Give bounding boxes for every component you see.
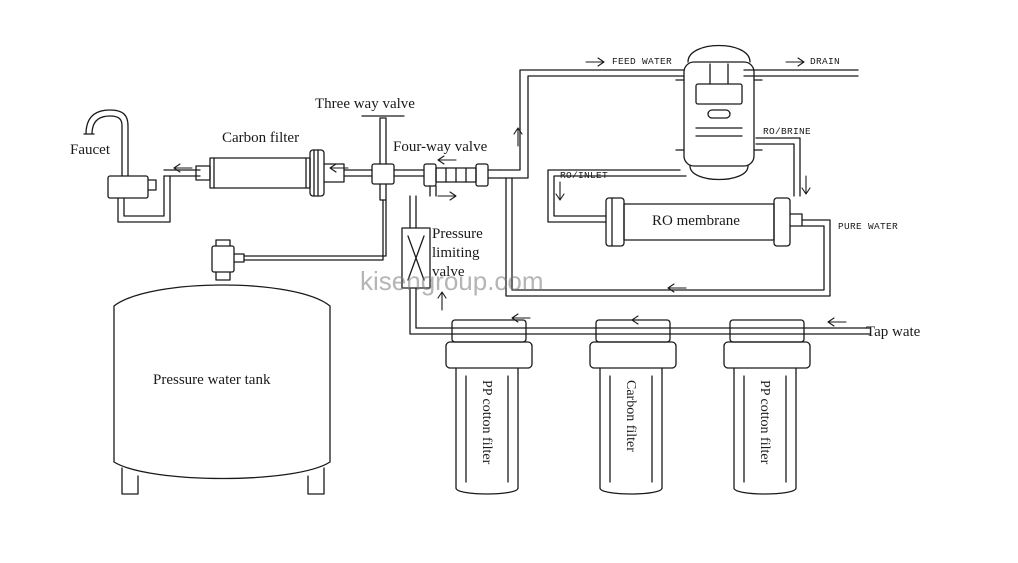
ro-brine-pipe: [756, 138, 800, 196]
drain-pipe: [744, 70, 858, 76]
ro-brine-label: RO/BRINE: [763, 126, 812, 137]
tap-water-label: Tap wate: [866, 324, 921, 340]
three-way-valve-label: Three way valve: [315, 96, 415, 112]
carbon-filter-top-label: Carbon filter: [222, 130, 300, 146]
three-way-valve: [362, 116, 424, 200]
pressure-limiting-valve: [402, 196, 454, 334]
drain-label: DRAIN: [810, 56, 841, 67]
filter-3-label: PP cotton filter: [757, 380, 772, 465]
booster-pump: [676, 46, 762, 180]
arrow-icon: [668, 284, 686, 292]
pp-cotton-filter-1-housing: [446, 320, 532, 494]
tank-pipe: [244, 200, 383, 260]
pressure-tank-label: Pressure water tank: [153, 372, 271, 388]
arrow-icon: [512, 314, 530, 322]
four-way-valve: [424, 164, 500, 196]
tank-valve: [212, 240, 244, 280]
ro-membrane-label: RO membrane: [652, 213, 740, 229]
faucet-label: Faucet: [70, 142, 110, 158]
arrow-icon: [828, 318, 846, 326]
arrow-icon: [786, 58, 804, 66]
flow-arrows: [174, 58, 846, 326]
carbon-filter-cartridge: [196, 150, 372, 196]
pressure-limiting-label-1: Pressure: [432, 226, 483, 242]
arrow-icon: [438, 156, 456, 164]
arrow-icon: [514, 128, 522, 146]
four-way-valve-label: Four-way valve: [393, 139, 488, 155]
arrow-icon: [438, 192, 456, 200]
pressure-water-tank: [114, 285, 330, 494]
faucet-icon: [84, 110, 200, 222]
arrow-icon: [632, 316, 650, 324]
arrow-icon: [802, 176, 810, 194]
ro-inlet-label: RO/INLET: [560, 170, 609, 181]
ro-membrane-housing: [506, 178, 830, 296]
filter-2-label: Carbon filter: [623, 380, 638, 452]
pure-water-label: PURE WATER: [838, 221, 899, 232]
filter-1-label: PP cotton filter: [479, 380, 494, 465]
feed-water-label: FEED WATER: [612, 56, 673, 67]
feed-water-pipe: [500, 70, 684, 170]
carbon-filter-housing: [590, 320, 676, 494]
arrow-icon: [438, 292, 446, 310]
ro-inlet-pipe: [548, 170, 686, 222]
pressure-limiting-label-2: limiting: [432, 245, 480, 261]
arrow-icon: [586, 58, 604, 66]
arrow-icon: [556, 182, 564, 200]
pressure-limiting-label-3: valve: [432, 264, 465, 280]
arrow-icon: [174, 164, 192, 172]
pp-cotton-filter-3-housing: [724, 320, 810, 494]
tap-water-pipe: [454, 328, 870, 334]
watermark: kisengroup.com: [360, 266, 544, 296]
arrow-icon: [330, 164, 348, 172]
